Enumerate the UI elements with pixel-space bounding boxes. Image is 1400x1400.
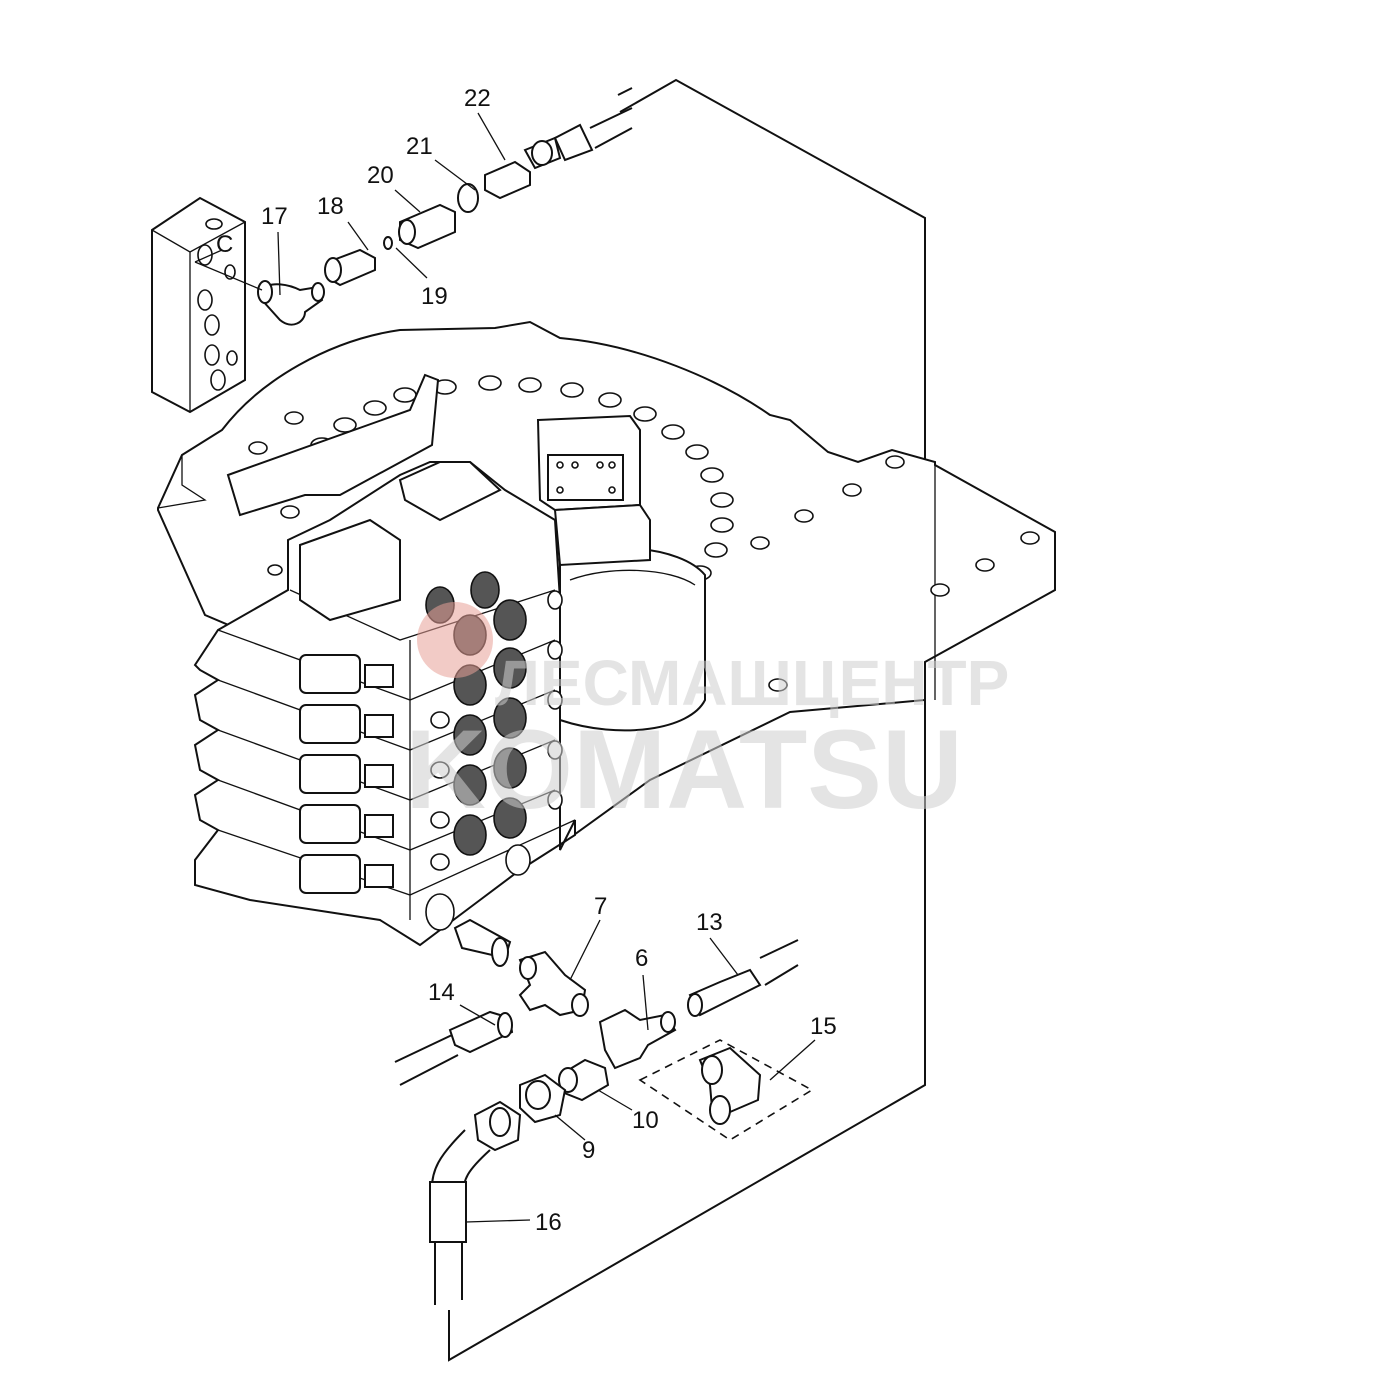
bolt-holes (248, 375, 1040, 692)
watermark-line2: KOMATSU (405, 707, 963, 832)
callout-16: 16 (535, 1209, 562, 1236)
callout-labels: 22 21 20 18 17 19 C 7 13 6 14 15 10 9 16 (216, 85, 837, 1236)
watermark-line1: ЛЕСМАШЦЕНТР (495, 647, 1009, 719)
callout-9: 9 (582, 1137, 595, 1164)
upper-fittings (257, 107, 633, 326)
watermark: ЛЕСМАШЦЕНТР KOMATSU (405, 602, 1009, 832)
callout-c: C (216, 231, 233, 258)
callout-22: 22 (464, 85, 491, 112)
leader-lines (194, 112, 816, 1223)
callout-6: 6 (635, 945, 648, 972)
watermark-logo (417, 602, 493, 678)
callout-10: 10 (632, 1107, 659, 1134)
callout-19: 19 (421, 283, 448, 310)
callout-20: 20 (367, 162, 394, 189)
callout-14: 14 (428, 979, 455, 1006)
callout-13: 13 (696, 909, 723, 936)
mounting-bracket (226, 373, 440, 517)
lower-fittings (394, 918, 814, 1305)
callout-17: 17 (261, 203, 288, 230)
callout-7: 7 (594, 893, 607, 920)
callout-21: 21 (406, 133, 433, 160)
swing-motor (536, 414, 706, 845)
callout-18: 18 (317, 193, 344, 220)
callout-15: 15 (810, 1013, 837, 1040)
